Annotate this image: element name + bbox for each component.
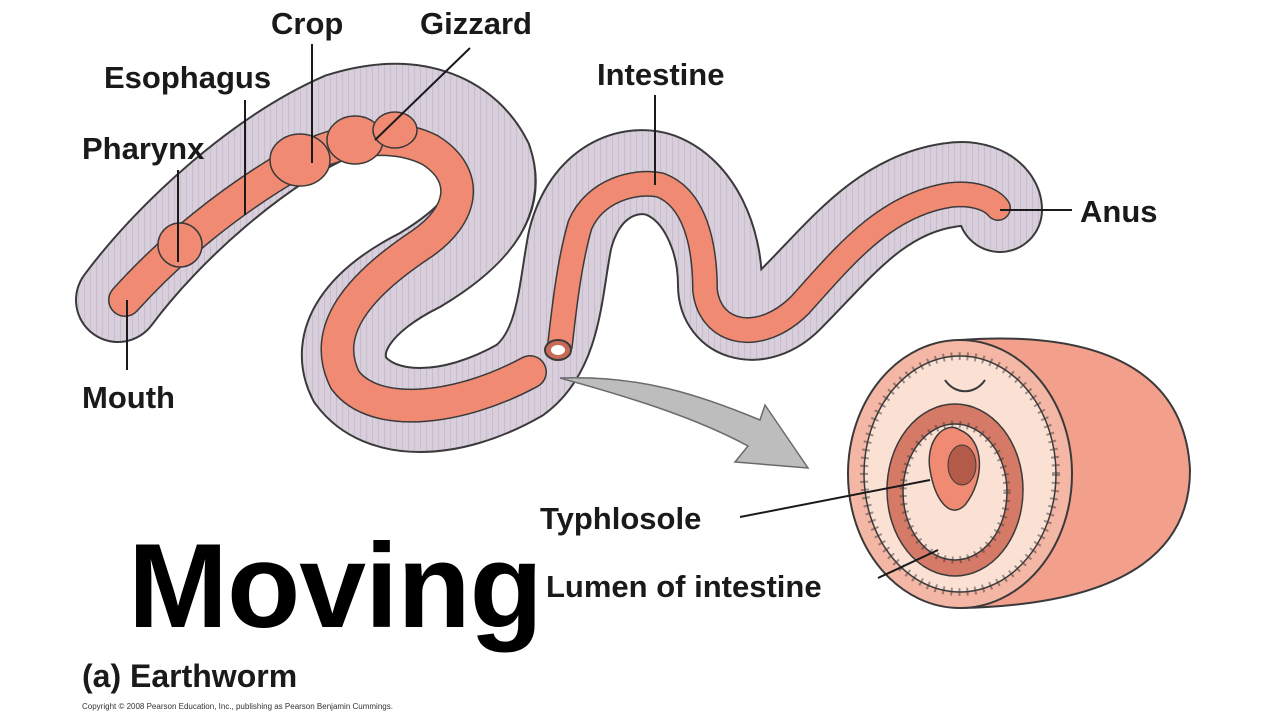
label-crop: Crop: [271, 6, 344, 41]
label-esophagus: Esophagus: [104, 60, 272, 95]
label-mouth: Mouth: [82, 380, 175, 415]
figure-caption: (a) Earthworm: [82, 658, 298, 694]
label-pharynx: Pharynx: [82, 131, 205, 166]
label-gizzard: Gizzard: [420, 6, 532, 41]
copyright-notice: Copyright © 2008 Pearson Education, Inc.…: [82, 702, 393, 711]
intestine-cross-section: [847, 337, 1192, 610]
label-anus: Anus: [1080, 194, 1158, 229]
label-lumen: Lumen of intestine: [546, 569, 822, 604]
overlay-title: Moving: [128, 519, 543, 653]
label-typhlosole: Typhlosole: [540, 501, 702, 536]
zoom-arrow: [559, 376, 810, 469]
label-intestine: Intestine: [597, 57, 725, 92]
digestive-tract: [108, 111, 1011, 423]
leader-lines: [126, 44, 1072, 579]
